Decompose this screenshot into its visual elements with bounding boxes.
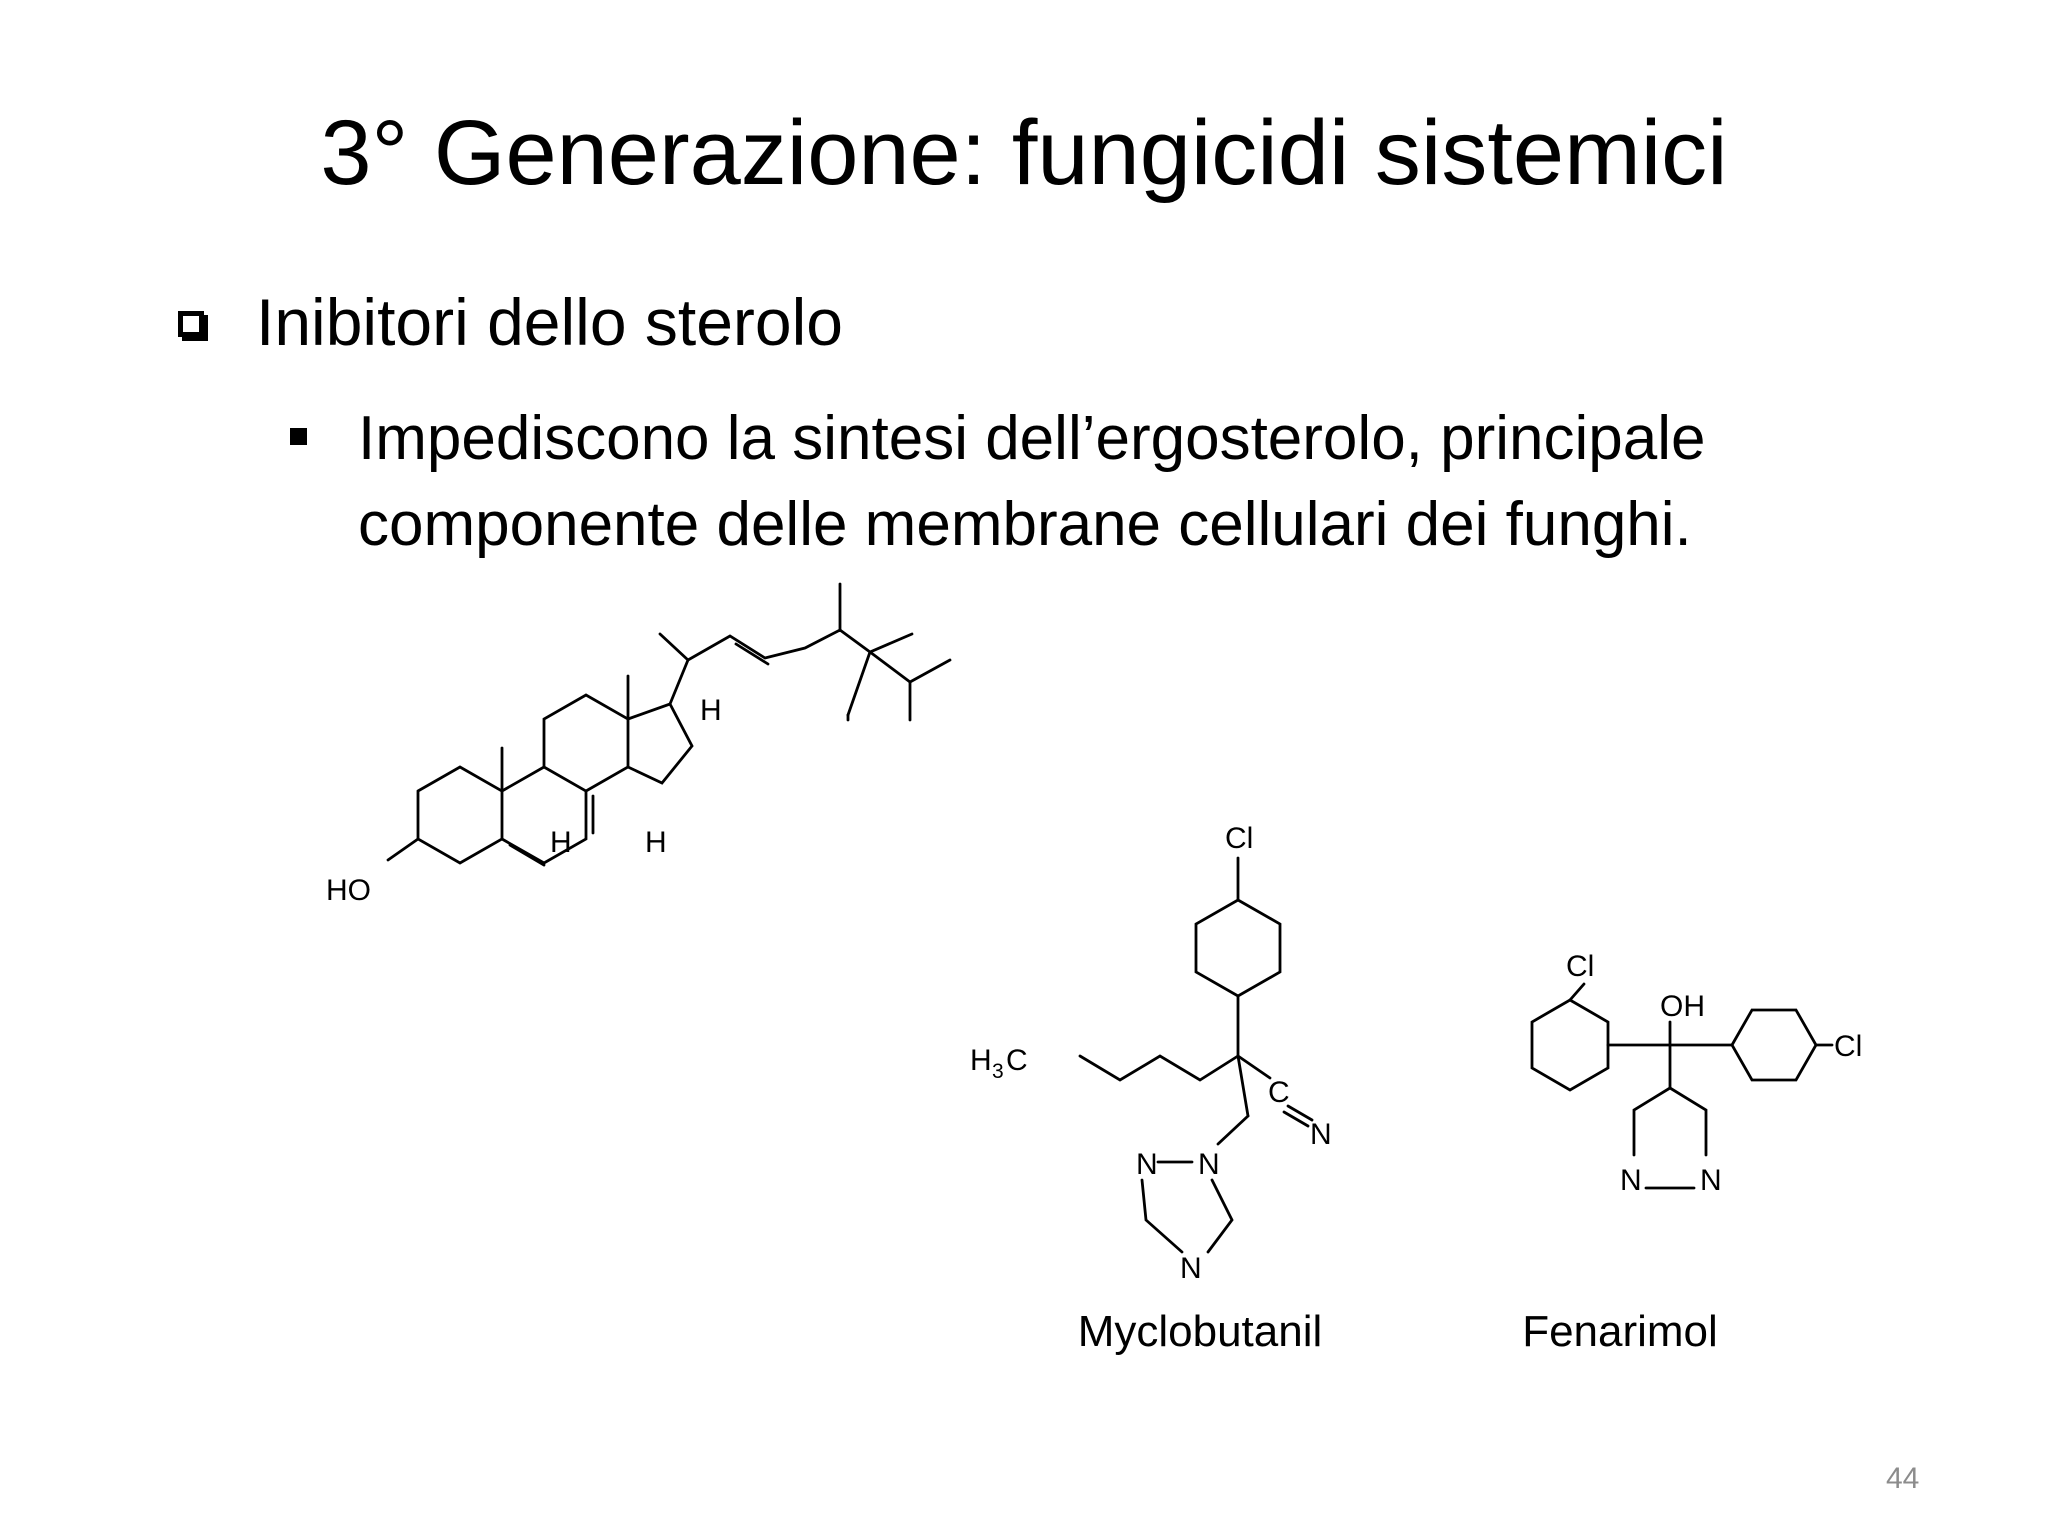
ergosterol-h-label: H (645, 826, 667, 859)
checkbox-bullet-icon (178, 311, 204, 337)
ergosterol-ho-label: HO (326, 874, 371, 907)
ergosterol-h-label: H (550, 826, 572, 859)
myclobutanil-n-label: N (1198, 1148, 1220, 1181)
fenarimol-structure: Cl OH Cl N N (1530, 950, 1862, 1197)
myclobutanil-n-label: N (1310, 1118, 1332, 1151)
myclobutanil-structure: Cl H 3 C C N N N N (970, 822, 1332, 1280)
myclobutanil-h3c-subscript: 3 (992, 1060, 1004, 1083)
square-bullet-icon (290, 428, 307, 445)
fenarimol-n-label: N (1620, 1164, 1642, 1197)
bullet-text: Inibitori dello sterolo (256, 285, 843, 359)
myclobutanil-c-label: C (1268, 1076, 1290, 1109)
page-number: 44 (1886, 1462, 1920, 1495)
myclobutanil-n-label: N (1136, 1148, 1158, 1181)
ergosterol-h-label: H (700, 694, 722, 727)
myclobutanil-h3c-label: C (1006, 1044, 1028, 1077)
fenarimol-n-label: N (1700, 1164, 1722, 1197)
myclobutanil-h3c-label: H (970, 1044, 992, 1077)
myclobutanil-cl-label: Cl (1225, 822, 1253, 855)
sub-bullet-text: Impediscono la sintesi dell’ergosterolo,… (358, 404, 1706, 559)
myclobutanil-n-label: N (1180, 1252, 1202, 1280)
bullet-item: Inibitori dello sterolo (178, 282, 843, 362)
fenarimol-cl-label: Cl (1834, 1030, 1862, 1063)
myclobutanil-label: Myclobutanil (1077, 1307, 1323, 1356)
slide-title: 3° Generazione: fungicidi sistemici (320, 102, 1728, 204)
fenarimol-cl-label: Cl (1566, 950, 1594, 983)
fenarimol-oh-label: OH (1660, 990, 1705, 1023)
sub-bullet-item: Impediscono la sintesi dell’ergosterolo,… (290, 396, 1890, 568)
ergosterol-structure: HO H H H (326, 582, 952, 907)
fenarimol-label: Fenarimol (1522, 1307, 1718, 1356)
